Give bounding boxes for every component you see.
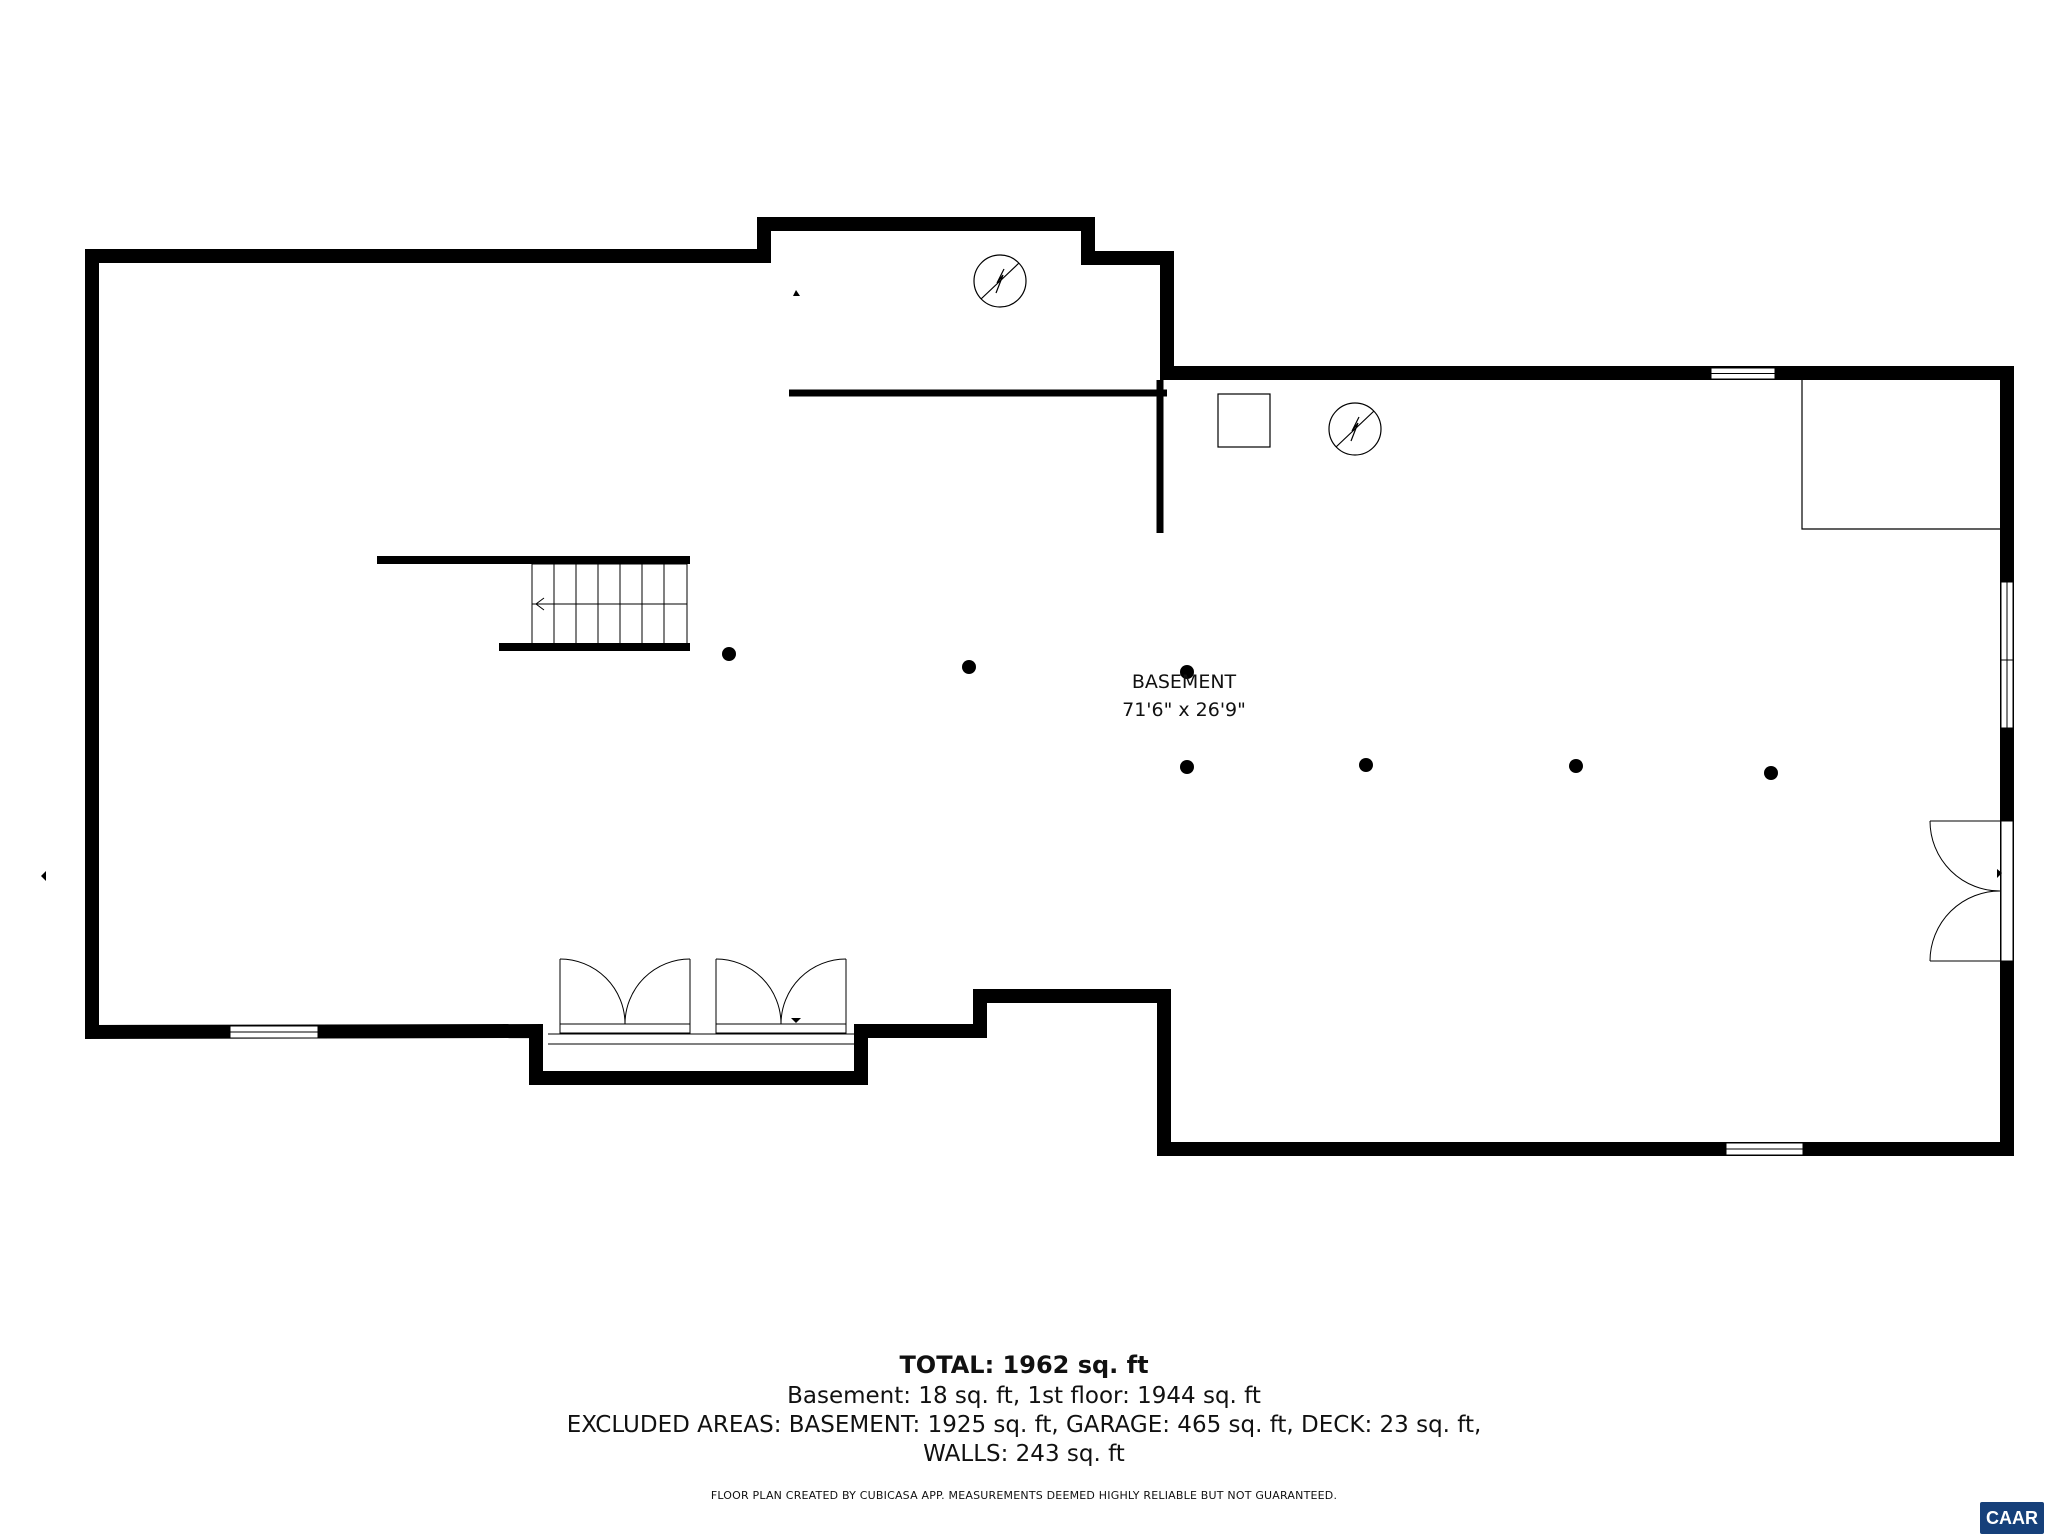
double-door-bottom-right	[715, 958, 847, 1034]
walls-area: WALLS: 243 sq. ft	[923, 1441, 1125, 1467]
window-bottom-right	[1725, 1142, 1804, 1156]
room-name: BASEMENT	[1132, 671, 1237, 693]
support-column	[962, 660, 976, 674]
support-column	[1569, 759, 1583, 773]
room-dimensions: 71'6" x 26'9"	[1122, 699, 1246, 721]
disclaimer: FLOOR PLAN CREATED BY CUBICASA APP. MEAS…	[710, 1489, 1338, 1502]
support-column	[722, 647, 736, 661]
exterior-wall	[85, 217, 2014, 1156]
excluded-areas: EXCLUDED AREAS: BASEMENT: 1925 sq. ft, G…	[566, 1412, 1482, 1438]
utility-box	[1217, 393, 1271, 448]
window-right-lower	[2000, 659, 2014, 729]
support-column	[1180, 760, 1194, 774]
floor-areas: Basement: 18 sq. ft, 1st floor: 1944 sq.…	[787, 1383, 1261, 1409]
double-door-right	[1929, 820, 2014, 962]
staircase	[377, 556, 690, 651]
total-area: TOTAL: 1962 sq. ft	[899, 1351, 1149, 1379]
stair-direction-arrow-icon	[535, 597, 600, 611]
caar-logo: CAAR	[1980, 1502, 2044, 1534]
closet-outline	[1801, 380, 2001, 530]
water-heater-icon	[1328, 402, 1382, 456]
support-column	[1180, 665, 1194, 679]
water-heater-icon	[973, 254, 1027, 308]
bay-sill	[548, 1033, 854, 1070]
double-door-bottom-left	[559, 958, 691, 1034]
support-column	[1359, 758, 1373, 772]
window-right-upper	[2000, 581, 2014, 661]
window-top	[1710, 367, 1776, 380]
marker-icon	[41, 871, 46, 881]
window-bottom-left	[229, 1025, 319, 1039]
marker-icon	[793, 290, 800, 296]
support-column	[1764, 766, 1778, 780]
